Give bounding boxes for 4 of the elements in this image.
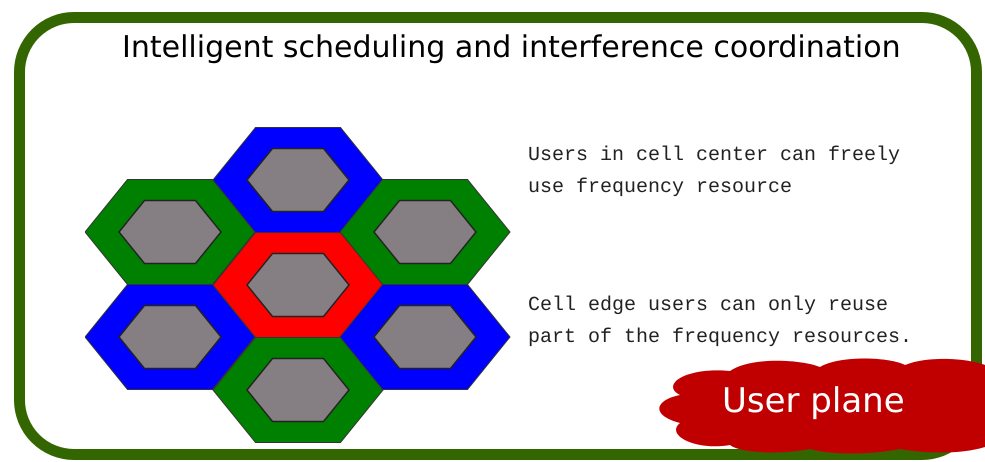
diagram-title: Intelligent scheduling and interference coordination <box>122 30 901 65</box>
cloud-label: User plane <box>722 381 905 421</box>
note-text: Users in cell center can freely use frequency resource <box>528 143 902 201</box>
note-text: Cell edge users can only reuse part of the frequency resources. <box>528 293 914 351</box>
